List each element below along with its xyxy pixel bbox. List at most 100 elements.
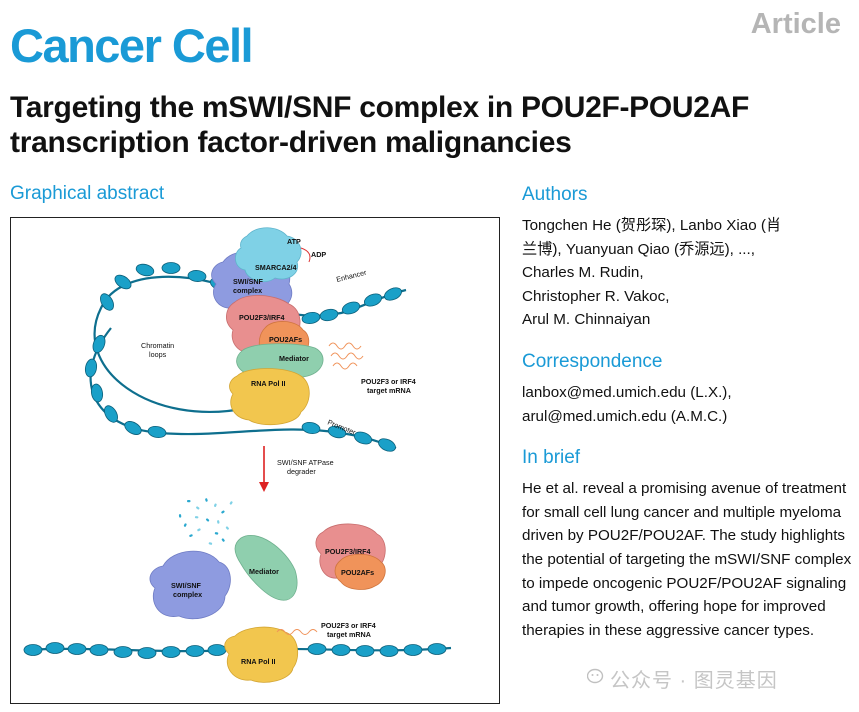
in-brief-heading: In brief: [522, 447, 581, 469]
degraded-fragment: [205, 518, 210, 522]
correspondence-email[interactable]: arul@med.umich.edu (A.M.C.): [522, 407, 728, 425]
label-degrader-line2: degrader: [287, 467, 316, 476]
nucleosome: [307, 643, 327, 655]
in-brief-text: He et al. reveal a promising avenue of t…: [522, 480, 852, 639]
label-swisnf-line1: SWI/SNF: [233, 277, 264, 286]
label-pou2f3-irf4: POU2F3/IRF4: [239, 313, 285, 322]
nucleosome: [301, 311, 321, 325]
label-swisnf-bottom-line2: complex: [173, 590, 202, 599]
journal-title: Cancer Cell: [10, 19, 254, 72]
wechat-icon: [587, 668, 604, 684]
degraded-fragment: [213, 503, 217, 507]
watermark-text: 公众号 · 图灵基因: [610, 670, 778, 692]
label-chromatin-line2: loops: [149, 350, 167, 359]
label-swisnf-line2: complex: [233, 286, 262, 295]
label-adp: ADP: [311, 250, 326, 259]
label-mediator-bottom: Mediator: [249, 567, 279, 576]
nucleosome: [384, 287, 402, 301]
label-smarca: SMARCA2/4: [255, 263, 297, 272]
nucleosome: [353, 431, 373, 445]
degraded-fragment: [178, 514, 182, 518]
nucleosome: [113, 646, 133, 658]
authors-line: Arul M. Chinnaiyan: [522, 311, 651, 329]
nucleosome: [92, 334, 106, 354]
nucleosome: [355, 645, 375, 657]
degraded-fragment: [208, 542, 213, 545]
label-mrna-bottom-line2: target mRNA: [327, 630, 371, 639]
label-pou2afs: POU2AFs: [269, 335, 302, 344]
nucleosome-group-bottom: [23, 642, 447, 659]
nucleosome: [23, 644, 43, 656]
nucleosome: [301, 421, 321, 435]
nucleosome: [114, 274, 132, 290]
graphical-abstract-illustration: ATP ADP SMARCA2/4 SWI/SNF complex Enhanc…: [23, 227, 452, 683]
label-pou2f3-bottom: POU2F3/IRF4: [325, 547, 371, 556]
authors-line: Tongchen He (贺彤琛), Lanbo Xiao (肖: [522, 217, 782, 234]
graphical-abstract-figure: ATP ADP SMARCA2/4 SWI/SNF complex Enhanc…: [10, 217, 500, 704]
nucleosome: [135, 263, 155, 277]
nucleosome: [185, 645, 205, 657]
nucleosome: [161, 646, 181, 658]
nucleosome: [331, 644, 351, 656]
degraded-fragment: [194, 516, 199, 519]
nucleosome: [84, 358, 98, 378]
label-swisnf-bottom-line1: SWI/SNF: [171, 581, 202, 590]
degraded-fragment: [196, 506, 200, 510]
degrader-arrow-head: [259, 482, 269, 492]
degraded-fragment: [217, 520, 220, 524]
degraded-fragment: [221, 510, 225, 514]
label-mrna-bottom-line1: POU2F3 or IRF4: [321, 621, 376, 630]
authors-line: Christopher R. Vakoc,: [522, 287, 670, 305]
nucleosome: [207, 644, 227, 656]
correspondence-list: lanbox@med.umich.edu (L.X.), arul@med.um…: [522, 381, 852, 428]
degraded-fragment: [225, 526, 229, 530]
article-type-label: Article: [750, 8, 841, 40]
nucleosome: [327, 425, 347, 439]
nucleosome: [161, 262, 181, 274]
nucleosome: [90, 383, 104, 403]
nucleosome: [427, 643, 447, 655]
mediator-bottom: Mediator: [234, 535, 298, 601]
nucleosome: [104, 405, 118, 423]
degraded-fragment: [197, 528, 201, 532]
nucleosome: [137, 647, 157, 659]
graphical-abstract-heading: Graphical abstract: [10, 183, 165, 204]
degraded-fragment: [221, 538, 225, 542]
nucleosome: [187, 270, 207, 282]
atp-adp-arrow: [300, 247, 311, 263]
sidebar-info: Authors Tongchen He (贺彤琛), Lanbo Xiao (肖…: [522, 183, 852, 660]
label-mediator: Mediator: [279, 354, 309, 363]
nucleosome: [100, 293, 114, 311]
rna-pol-ii-bottom: RNA Pol II: [224, 626, 299, 683]
nucleosome: [378, 438, 396, 452]
label-chromatin-line1: Chromatin: [141, 341, 174, 350]
degraded-fragment: [205, 498, 208, 502]
pou2afs-bottom: POU2AFs: [334, 553, 386, 590]
nucleosome: [124, 421, 142, 435]
degraded-fragment: [183, 523, 187, 527]
nucleosome: [379, 645, 399, 657]
label-degrader-line1: SWI/SNF ATPase: [277, 458, 334, 467]
correspondence-heading: Correspondence: [522, 350, 663, 372]
mrna-squiggle-top: [328, 342, 364, 370]
smarca-shape: [235, 227, 302, 283]
nucleosome: [341, 301, 361, 315]
degraded-fragment: [189, 534, 193, 538]
nucleosome: [147, 425, 167, 439]
degraded-fragment: [214, 532, 219, 535]
label-mrna-line2: target mRNA: [367, 386, 411, 395]
mrna-squiggle-bottom: [276, 629, 318, 635]
correspondence-email[interactable]: lanbox@med.umich.edu (L.X.),: [522, 383, 732, 401]
label-mrna-line1: POU2F3 or IRF4: [361, 377, 416, 386]
degraded-fragments: [178, 498, 233, 545]
nucleosome: [364, 293, 382, 307]
nucleosome: [89, 644, 109, 656]
authors-list: Tongchen He (贺彤琛), Lanbo Xiao (肖 兰博), Yu…: [522, 214, 852, 332]
label-enhancer: Enhancer: [335, 268, 368, 284]
nucleosome: [45, 642, 65, 654]
nucleosome-group-top: [84, 262, 402, 452]
authors-line: Charles M. Rudin,: [522, 264, 644, 282]
authors-heading: Authors: [522, 184, 588, 205]
paper-title: Targeting the mSWI/SNF complex in POU2F-…: [10, 91, 750, 159]
authors-line: 兰博), Yuanyuan Qiao (乔源远), ...,: [522, 240, 755, 258]
